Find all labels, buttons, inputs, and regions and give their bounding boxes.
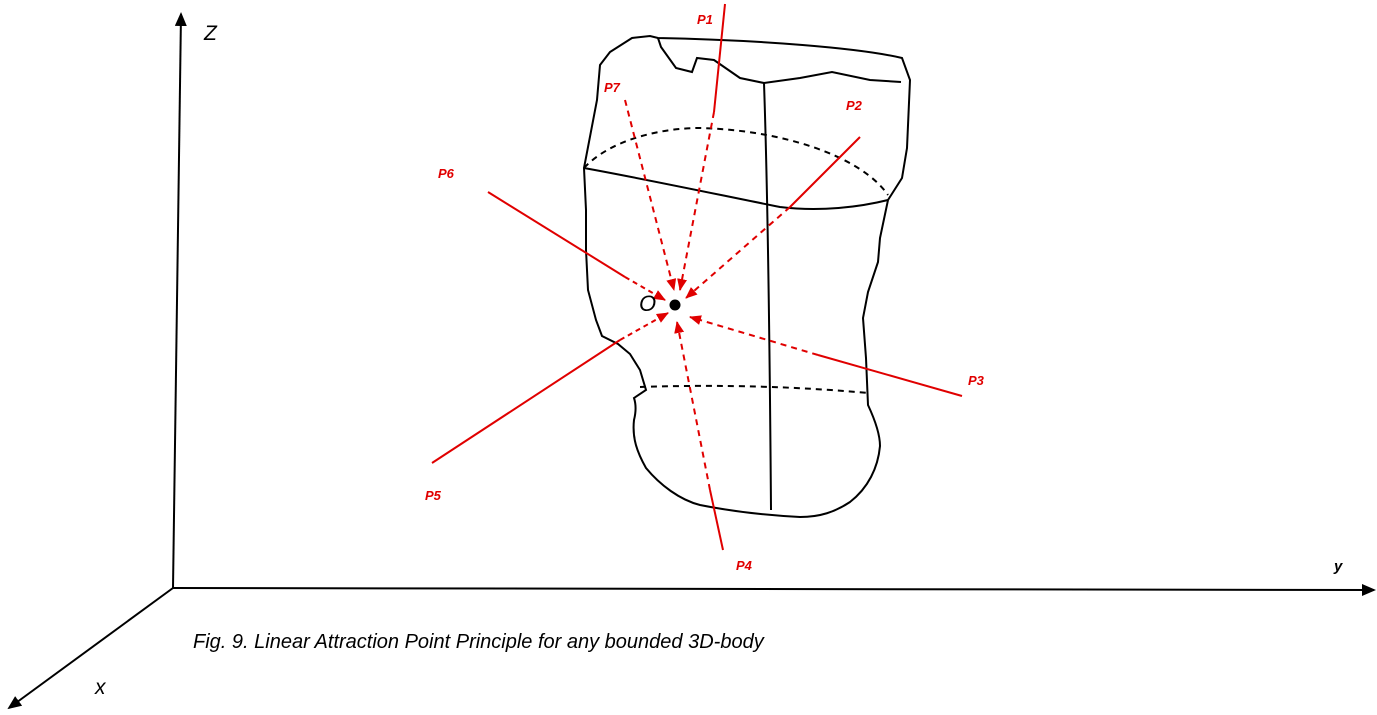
- y-axis: [172, 583, 1376, 596]
- z-axis-label: Z: [203, 22, 218, 45]
- upper-band-front: [583, 167, 889, 211]
- p5-line-dashed: [619, 312, 669, 341]
- body-outline: [582, 34, 912, 519]
- origin-label: O: [639, 291, 656, 316]
- p7-line-dashed: [624, 99, 677, 291]
- coordinate-axes: Z y x: [7, 12, 1376, 710]
- point-labels: P1 P2 P3 P4 P5 P6 P7: [425, 12, 985, 573]
- p4-line-dashed: [674, 321, 711, 491]
- x-axis: [7, 587, 174, 710]
- point-label-p1: P1: [697, 12, 713, 27]
- vertical-edge: [763, 82, 772, 511]
- p6-line-dashed: [624, 276, 666, 301]
- y-axis-label: y: [1333, 558, 1343, 575]
- z-axis: [172, 12, 187, 589]
- point-label-p6: P6: [438, 166, 455, 181]
- point-label-p5: P5: [425, 488, 442, 503]
- point-label-p4: P4: [736, 558, 753, 573]
- bounded-3d-body: [582, 34, 912, 519]
- point-label-p3: P3: [968, 373, 985, 388]
- p2-line-dashed: [685, 206, 791, 299]
- p3-line-dashed: [689, 315, 819, 356]
- p1-line-dashed: [677, 111, 715, 291]
- origin-dot: [669, 299, 681, 311]
- p4-line-solid: [709, 489, 724, 551]
- p1-line-solid: [713, 3, 726, 113]
- x-axis-label: x: [94, 676, 107, 699]
- p3-line-solid: [817, 354, 963, 397]
- figure-caption: Fig. 9. Linear Attraction Point Principl…: [193, 631, 764, 653]
- p6-line-solid: [487, 191, 626, 278]
- top-rim-line: [657, 37, 902, 85]
- attraction-origin: O: [639, 291, 681, 316]
- p5-line-solid: [431, 339, 621, 464]
- point-label-p2: P2: [846, 98, 863, 113]
- lower-band: [639, 384, 869, 394]
- p2-line-solid: [789, 136, 861, 208]
- upper-band-back: [583, 126, 889, 196]
- attraction-lines: [431, 3, 963, 551]
- point-label-p7: P7: [604, 80, 621, 95]
